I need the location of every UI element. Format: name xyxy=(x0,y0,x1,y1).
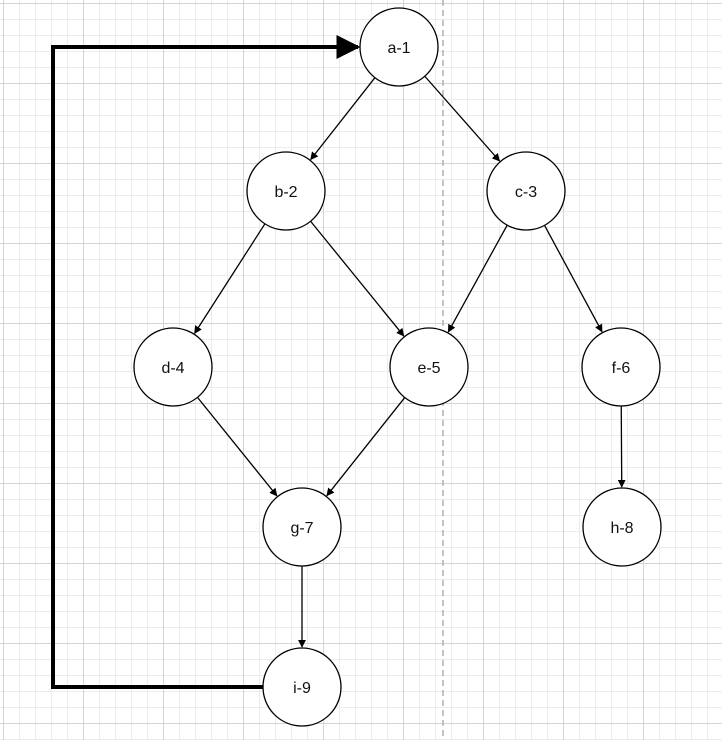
node-label: f-6 xyxy=(612,360,631,377)
node-circle[interactable] xyxy=(246,151,326,231)
edge-f-h xyxy=(617,405,626,488)
edge-c-e xyxy=(447,224,508,333)
node-label: g-7 xyxy=(290,520,313,537)
edge-a-b xyxy=(310,77,376,161)
node-label: c-3 xyxy=(515,184,537,201)
node-circle[interactable] xyxy=(262,487,342,567)
node-circle[interactable] xyxy=(262,647,342,727)
edge-e-g xyxy=(326,397,406,497)
edge-i-a-loop xyxy=(51,35,361,689)
node-circle[interactable] xyxy=(359,7,439,87)
node-g-7[interactable]: g-7 xyxy=(262,487,342,567)
node-circle[interactable] xyxy=(389,327,469,407)
node-label: h-8 xyxy=(610,520,633,537)
edge-b-d xyxy=(194,223,266,335)
edges-layer xyxy=(51,35,626,689)
node-f-6[interactable]: f-6 xyxy=(581,327,661,407)
node-circle[interactable] xyxy=(486,151,566,231)
node-circle[interactable] xyxy=(582,487,662,567)
node-d-4[interactable]: d-4 xyxy=(133,327,213,407)
edge-c-f xyxy=(543,225,603,333)
edge-b-e xyxy=(310,220,405,337)
node-i-9[interactable]: i-9 xyxy=(262,647,342,727)
node-circle[interactable] xyxy=(581,327,661,407)
node-label: e-5 xyxy=(417,360,440,377)
edge-d-g xyxy=(196,396,278,497)
node-label: a-1 xyxy=(387,40,410,57)
node-label: i-9 xyxy=(293,680,311,697)
node-label: b-2 xyxy=(274,184,297,201)
node-label: d-4 xyxy=(161,360,184,377)
nodes-layer: a-1 b-2 c-3 d-4 e-5 f-6 g-7 h-8 i-9 xyxy=(133,7,662,727)
node-c-3[interactable]: c-3 xyxy=(486,151,566,231)
node-a-1[interactable]: a-1 xyxy=(359,7,439,87)
node-b-2[interactable]: b-2 xyxy=(246,151,326,231)
node-h-8[interactable]: h-8 xyxy=(582,487,662,567)
node-circle[interactable] xyxy=(133,327,213,407)
edge-a-c xyxy=(424,75,501,162)
node-e-5[interactable]: e-5 xyxy=(389,327,469,407)
